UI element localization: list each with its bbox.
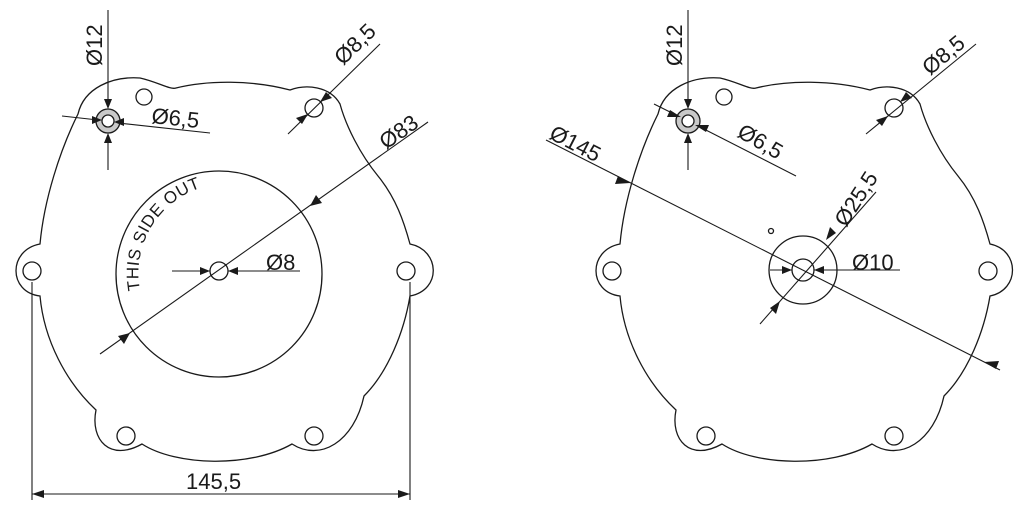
left-d8-arrow-right (228, 267, 238, 275)
left-width-arrow-left (32, 490, 44, 498)
left-d6_5-arrow-left (92, 116, 102, 124)
left-d12-arrow-top (104, 99, 112, 109)
left-hole-top (135, 88, 153, 106)
right-hole-mid-right (978, 261, 998, 281)
right-hole-upper-right (884, 98, 904, 118)
left-d8-arrow-left (200, 267, 210, 275)
left-gasket-outline (15, 77, 434, 462)
left-d12-label: Ø12 (82, 24, 107, 66)
left-d6_5-label: Ø6,5 (150, 103, 200, 133)
right-pin-hole (767, 227, 775, 235)
left-hole-mid-right (396, 261, 416, 281)
left-width-arrow-right (398, 490, 410, 498)
left-d8_5-label: Ø8,5 (329, 18, 381, 69)
left-locating-hole-inner (101, 114, 115, 128)
left-d6_5-leader-right (117, 122, 211, 134)
left-orientation-text: THIS SIDE OUT (123, 173, 202, 292)
right-d25_5-label: Ø25,5 (829, 167, 883, 231)
right-hole-mid-left (602, 261, 622, 281)
right-d25_5-arrow-lower (770, 301, 780, 314)
right-d6_5-arrow-lower (695, 125, 709, 132)
right-d10-arrow-right (814, 266, 824, 274)
right-hole-bottom-right (884, 426, 904, 446)
right-d145-arrow-upper (615, 176, 630, 184)
right-d12-label: Ø12 (662, 24, 687, 66)
left-d83-arrow-upper (310, 195, 322, 206)
right-d10-label: Ø10 (852, 250, 894, 275)
right-locating-hole-inner (681, 114, 695, 128)
right-d8_5-arrow-lower (876, 116, 888, 126)
right-d6_5-leader-lower (697, 125, 797, 177)
right-d6_5-arrow-upper (667, 110, 681, 117)
right-d12-arrow-top (684, 99, 692, 109)
right-d145-arrow-lower (984, 361, 999, 369)
right-gasket-view: Ø12 Ø6,5 Ø8,5 Ø145 Ø25,5 Ø10 (545, 10, 1013, 462)
left-hole-bottom-left (116, 426, 136, 446)
right-gasket-outline (595, 77, 1013, 462)
left-width-label: 145,5 (186, 469, 241, 494)
right-d12-arrow-bottom (684, 133, 692, 143)
left-d6_5-arrow-right (114, 118, 124, 126)
left-gasket-view: Ø12 Ø6,5 Ø8,5 Ø83 Ø8 THIS SIDE OUT (15, 10, 434, 500)
left-d83-leader (99, 121, 429, 355)
left-d83-arrow-lower (118, 333, 130, 344)
right-hole-bottom-left (696, 426, 716, 446)
left-d8_5-arrow-upper (320, 92, 332, 102)
right-d10-arrow-left (782, 266, 792, 274)
left-d12-arrow-bottom (104, 133, 112, 143)
left-d8-label: Ø8 (266, 250, 295, 275)
left-orientation-textpath: THIS SIDE OUT (123, 173, 202, 292)
right-hole-top (715, 88, 733, 106)
left-hole-bottom-right (304, 426, 324, 446)
left-central-opening (115, 170, 323, 378)
left-hole-mid-left (22, 261, 42, 281)
right-d145-label: Ø145 (546, 120, 605, 167)
right-d8_5-label: Ø8,5 (917, 30, 970, 80)
left-d8_5-arrow-lower (296, 114, 308, 124)
left-d83-label: Ø83 (375, 110, 423, 154)
right-d145-leader (545, 139, 1001, 371)
right-d25_5-arrow-upper (826, 227, 836, 240)
right-d8_5-arrow-upper (900, 92, 912, 102)
